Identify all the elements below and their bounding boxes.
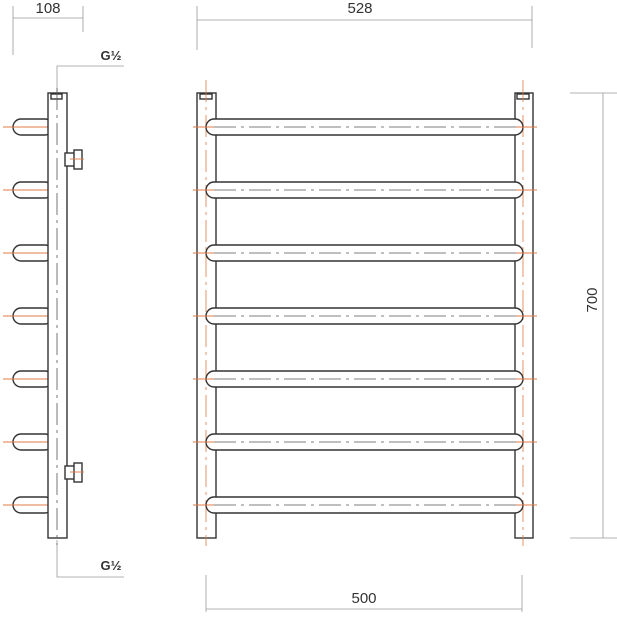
rung — [193, 181, 537, 199]
bottom-connection-label: G½ — [101, 558, 122, 573]
front-rungs — [193, 118, 537, 514]
rung — [193, 118, 537, 136]
side-rung-stub — [3, 433, 60, 451]
depth-label: 108 — [35, 0, 60, 17]
dimension-overall-width: 528 — [196, 0, 533, 50]
side-riser — [47, 92, 68, 539]
top-connection-callout: G½ — [56, 48, 124, 92]
side-rung-stubs — [3, 118, 60, 514]
bottom-connection-callout: G½ — [56, 540, 124, 578]
rung — [193, 496, 537, 514]
side-view: G½ G½ — [3, 48, 124, 578]
rung — [193, 244, 537, 262]
dimension-height: 700 — [570, 92, 617, 539]
rung — [193, 307, 537, 325]
center-distance-label: 500 — [351, 590, 376, 607]
side-rung-stub — [3, 496, 60, 514]
top-wall-connector — [64, 149, 84, 170]
side-rung-stub — [3, 244, 60, 262]
height-label: 700 — [584, 287, 601, 312]
front-view — [193, 80, 537, 546]
bottom-wall-connector — [64, 462, 84, 483]
overall-width-label: 528 — [347, 0, 372, 17]
top-connection-label: G½ — [101, 48, 122, 63]
side-rung-stub — [3, 118, 60, 136]
dimension-depth: 108 — [12, 0, 84, 55]
rung — [193, 433, 537, 451]
rung — [193, 370, 537, 388]
dimension-center-distance: 500 — [205, 575, 523, 612]
side-riser-cap — [50, 93, 63, 100]
